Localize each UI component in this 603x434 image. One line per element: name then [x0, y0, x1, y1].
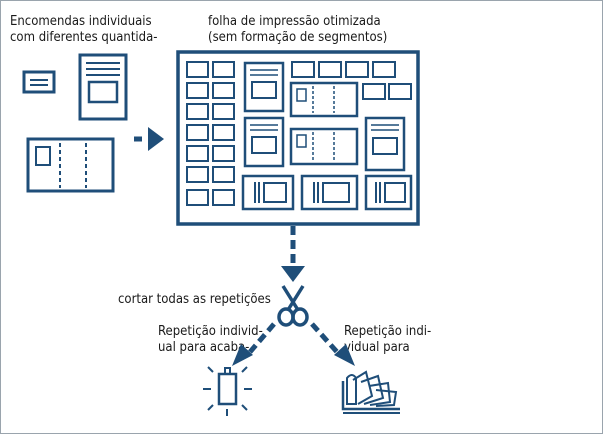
orders-label-line2: com diferentes quantida- — [10, 30, 158, 45]
sheet-label-line2: (sem formação de segmentos) — [208, 30, 388, 45]
finish-label-line1: Repetição individ- — [158, 324, 263, 339]
sheet-document-3 — [364, 116, 406, 172]
finish-label-line2: ual para acaba- — [158, 340, 250, 355]
sheet-label-line1: folha de impressão otimizada — [208, 14, 381, 29]
sheet-booklet-1 — [241, 174, 295, 211]
print-sheet — [176, 50, 420, 226]
finishing-icon — [203, 366, 252, 416]
sheet-booklet-2 — [300, 174, 359, 211]
sheet-card-b — [388, 83, 412, 100]
sheet-flyer-1 — [289, 81, 359, 118]
document-icon — [78, 53, 128, 121]
sheet-flyer-2 — [289, 127, 359, 166]
folded-flyer-icon — [26, 137, 115, 193]
orders-label-line1: Encomendas individuais — [10, 14, 152, 29]
small-card-icon — [22, 70, 56, 94]
scissors-icon — [277, 285, 309, 327]
bind-label-line1: Repetição indi- — [344, 324, 432, 339]
sheet-card-a — [362, 83, 386, 100]
sheet-booklet-3 — [364, 174, 413, 211]
top-card-row — [291, 61, 396, 78]
card-grid — [186, 61, 235, 206]
bind-label-line2: vidual para — [344, 340, 410, 355]
arrow-right-icon — [134, 127, 164, 151]
sheet-document-1 — [243, 61, 285, 113]
sheet-document-2 — [243, 116, 285, 168]
arrow-down-icon — [281, 226, 305, 282]
arrow-binding-icon — [310, 322, 355, 366]
binding-icon — [341, 370, 400, 414]
arrow-finish-icon — [232, 322, 276, 366]
cut-label: cortar todas as repetições — [118, 292, 271, 307]
